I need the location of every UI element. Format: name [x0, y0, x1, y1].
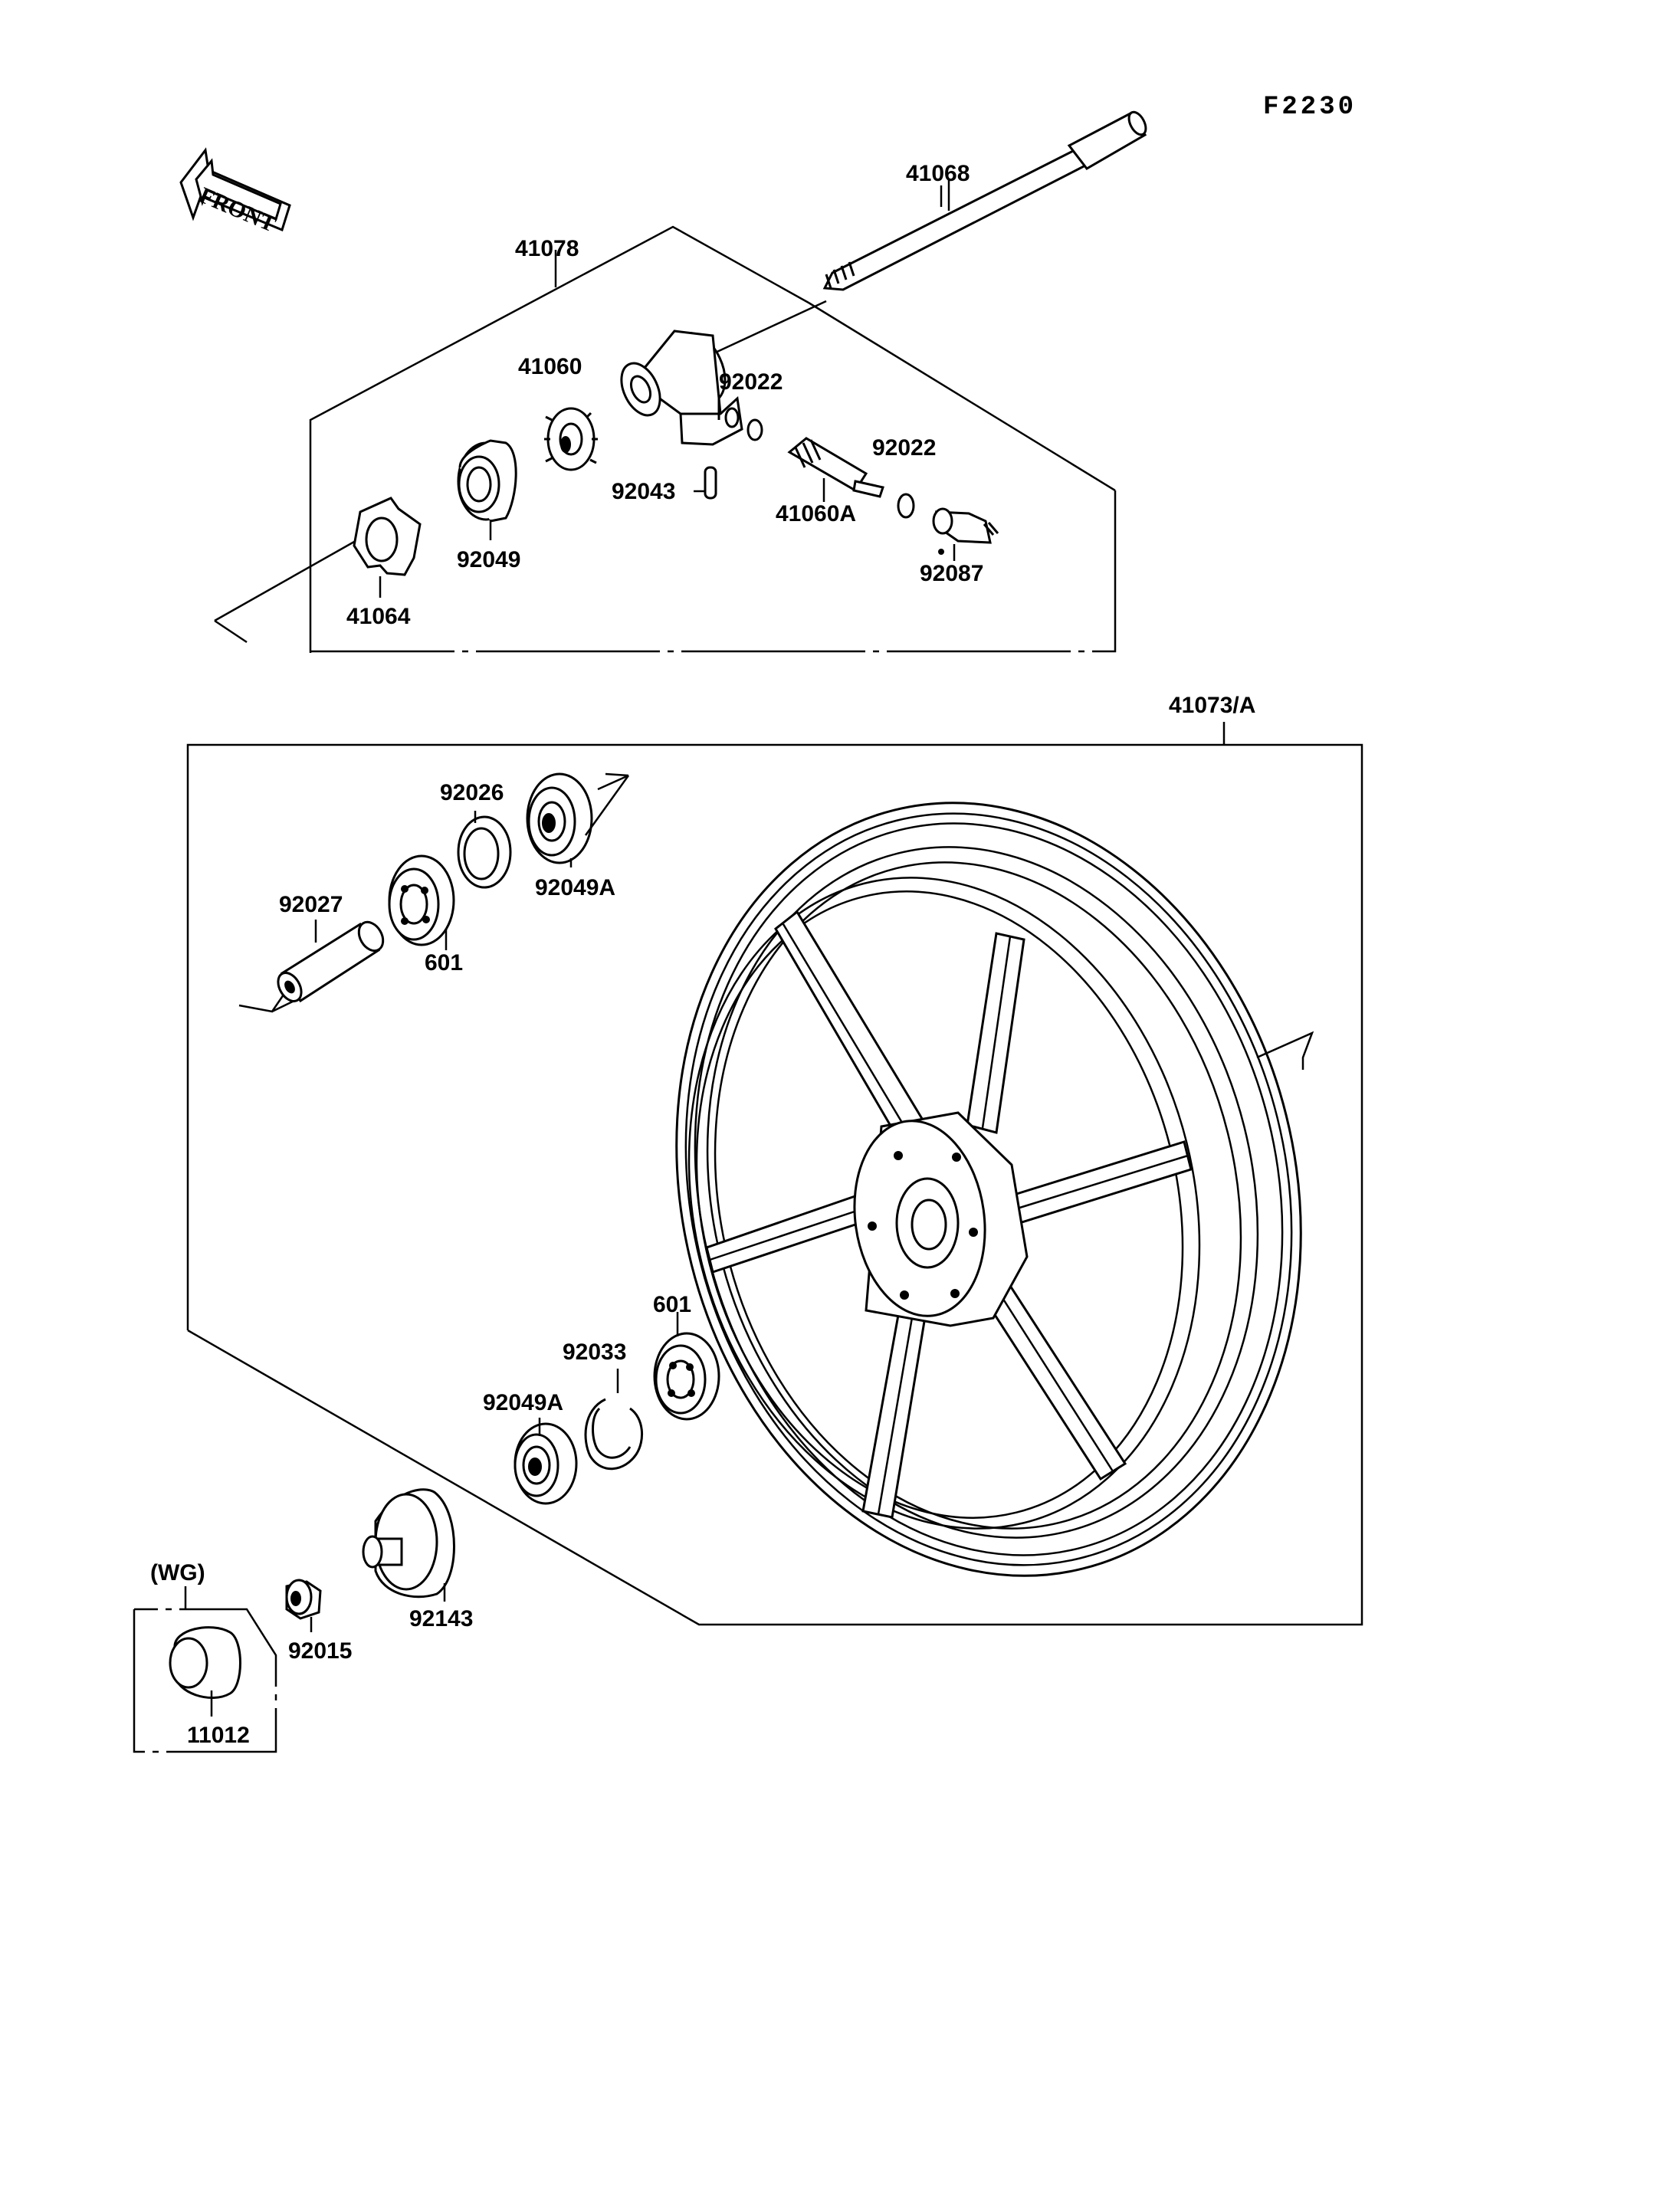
label-92033: 92033 [563, 1340, 626, 1365]
wheel-hub [853, 1111, 1029, 1327]
collar-92143 [362, 1488, 455, 1602]
label-92027: 92027 [279, 892, 343, 917]
axis-line-upper-2 [698, 300, 827, 362]
label-41068: 41068 [906, 161, 970, 186]
circlip-92033 [584, 1369, 644, 1471]
spacer-92027 [277, 920, 385, 1003]
retainer-41064 [353, 497, 422, 598]
label-92049A-b: 92049A [483, 1390, 563, 1415]
figure-code: F2230 [1263, 93, 1357, 122]
label-41060: 41060 [518, 354, 582, 379]
label-92022-b: 92022 [872, 435, 936, 461]
label-41060A: 41060A [776, 501, 856, 526]
label-11012: 11012 [187, 1723, 250, 1748]
bracket-41078 [309, 225, 1117, 653]
pin-92043 [694, 466, 717, 500]
label-92015: 92015 [288, 1638, 352, 1664]
axis-line-wheel [1256, 1031, 1314, 1070]
label-601-b: 601 [653, 1292, 691, 1317]
bracket-41073A [186, 722, 1363, 1626]
axis-tick-upper [214, 619, 248, 644]
front-arrow-icon: FRONT [179, 147, 291, 237]
label-41078: 41078 [515, 236, 579, 261]
bearing-92049A-b [514, 1418, 578, 1505]
wg-cap-box [133, 1586, 277, 1753]
seal-92026 [457, 811, 512, 889]
bearing-92049 [457, 439, 517, 540]
label-92022-a: 92022 [719, 369, 783, 395]
bushing-92087 [932, 507, 999, 561]
axis-line-upper [214, 533, 367, 622]
bearing-601-a [388, 854, 455, 950]
wheel-41073A [675, 802, 1314, 1577]
washer-92022-a [746, 418, 763, 441]
label-41073A: 41073/A [1169, 693, 1255, 718]
label-92087: 92087 [920, 561, 983, 586]
pinion-41060A [787, 437, 884, 502]
label-92043: 92043 [612, 479, 675, 504]
label-92049: 92049 [457, 547, 520, 572]
label-601-a: 601 [425, 950, 463, 976]
axle-41068 [822, 110, 1147, 291]
label-92049A-a: 92049A [535, 875, 615, 900]
gearbox-housing [620, 330, 743, 446]
label-41064: 41064 [346, 604, 411, 629]
gear-41060 [544, 407, 598, 471]
bearing-601-b [653, 1312, 720, 1421]
washer-92022-b [897, 493, 915, 519]
bearing-92049A-a [526, 772, 630, 867]
label-92026: 92026 [440, 780, 504, 805]
nut-92015 [285, 1579, 322, 1632]
label-92143: 92143 [409, 1606, 473, 1631]
label-wg: (WG) [150, 1560, 205, 1585]
